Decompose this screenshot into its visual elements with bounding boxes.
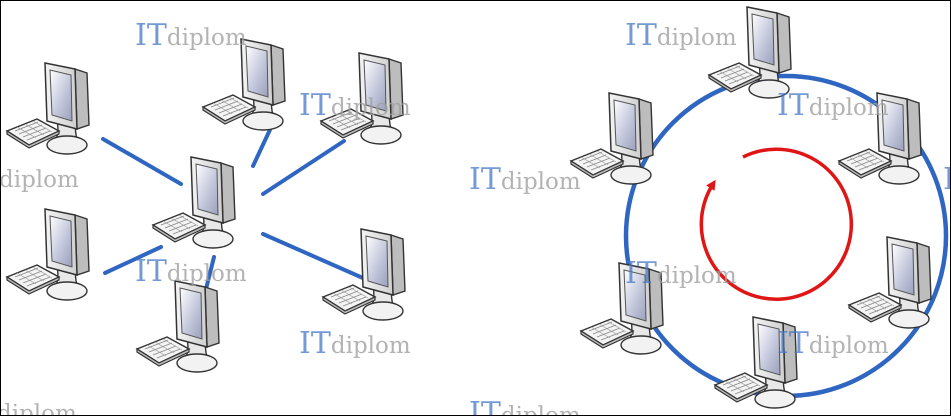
rotation-arrow-icon xyxy=(699,147,854,301)
computer-icon xyxy=(202,38,286,131)
watermark: ITdiplom xyxy=(625,256,737,291)
computer-icon xyxy=(848,236,932,329)
watermark: ITdiplom xyxy=(135,18,247,53)
watermark: ITdiplom xyxy=(299,326,411,361)
watermark: ITdiplom xyxy=(777,88,889,123)
watermark: ITdiplom xyxy=(469,162,581,197)
computer-icon xyxy=(6,208,90,301)
watermark: diplom xyxy=(0,401,77,416)
watermark: ITdiplom xyxy=(469,396,581,416)
watermark: ITdiplom xyxy=(625,18,737,53)
star-computers xyxy=(6,38,406,373)
watermark: diplom xyxy=(0,167,79,193)
watermark: IT xyxy=(943,165,950,195)
computer-icon xyxy=(152,156,236,249)
computer-icon xyxy=(322,228,406,321)
computer-icon xyxy=(136,280,220,373)
computer-icon xyxy=(6,62,90,155)
watermark: ITdiplom xyxy=(135,254,247,289)
watermark: ITdiplom xyxy=(777,326,889,361)
watermark: ITdiplom xyxy=(299,88,411,123)
computer-icon xyxy=(570,92,654,185)
